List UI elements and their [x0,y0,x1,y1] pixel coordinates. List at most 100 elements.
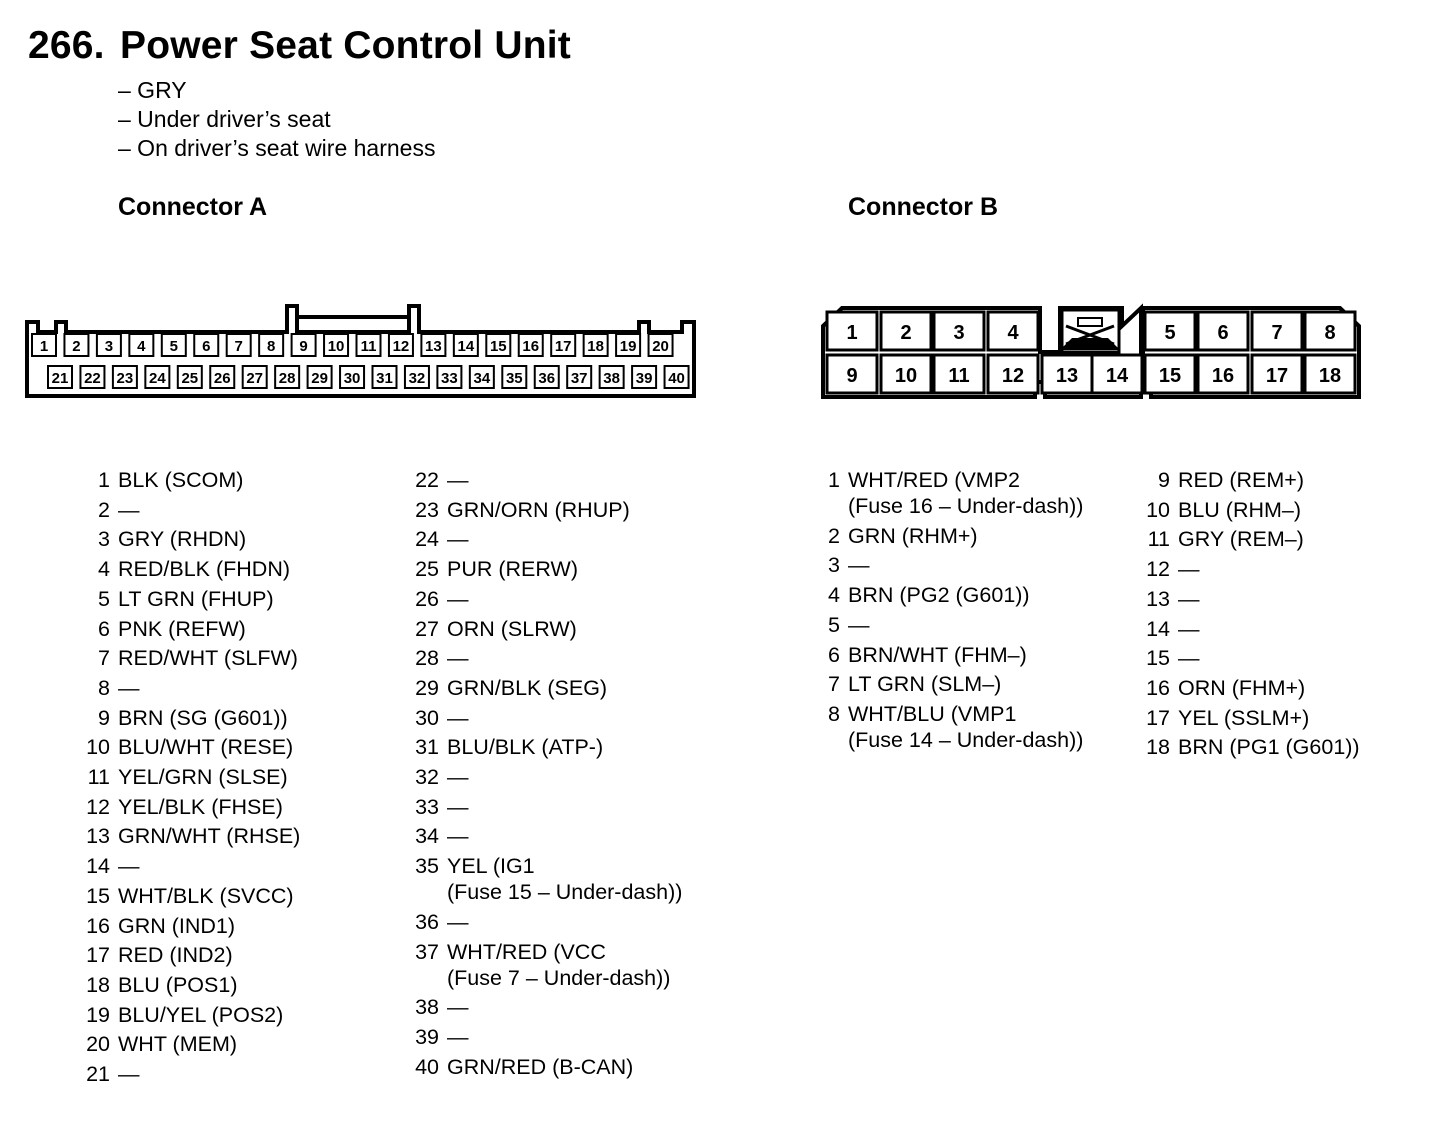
connector-a-cavity [436,365,463,389]
pin-row: 40 GRN/RED (B-CAN) [415,1054,634,1080]
connector-a-cavity [323,333,350,357]
pin-number: 7 [828,672,840,697]
connector-a-cavity-number: 8 [267,338,275,355]
pin-description: BRN (PG1 (G601)) [1178,735,1360,760]
pin-description: — [447,1024,469,1049]
pin-number: 21 [86,1062,110,1086]
connector-b-cavity [1090,353,1144,395]
pin-number: 12 [1146,557,1170,582]
connector-b-cavity-number: 8 [1324,322,1335,344]
pin-row: 34— [415,823,468,849]
pin-number: 11 [1147,527,1170,552]
connector-b-cavity [1040,353,1094,395]
pin-description: ORN (FHM+) [1178,675,1306,700]
connector-a-cavity-number: 5 [170,338,178,355]
pin-number: 16 [86,913,110,938]
pin-row: 21— [86,1061,139,1087]
connector-a-cavity [306,365,333,389]
connector-a-cavity-number: 21 [52,370,69,387]
connector-b-cavity-number: 11 [948,365,969,387]
connector-b-cavity [1143,353,1197,395]
connector-a-cavity-number: 17 [555,338,572,355]
pin-row: 14— [86,853,139,879]
pin-number: 40 [415,1054,439,1079]
connector-b-cavity-number: 7 [1271,322,1282,344]
pin-description: YEL (SSLM+) [1178,705,1310,730]
pin-number: 2 [98,497,110,522]
pin-number: 5 [98,586,110,611]
pin-number: 16 [1146,675,1170,700]
connector-b-cavity [932,310,986,352]
pin-number: 12 [86,794,110,819]
pin-description: — [447,705,469,730]
pin-number: 5 [828,612,840,637]
pin-row: 8— [98,675,139,701]
connector-a-cavity-number: 35 [506,370,523,387]
pin-row: 12 YEL/BLK (FHSE) [86,794,283,820]
pin-number: 1 [98,468,110,492]
connector-b-cavity-number: 9 [846,365,857,387]
pin-description: YEL/GRN (SLSE) [118,765,288,789]
pin-description: GRN/RED (B-CAN) [447,1054,634,1079]
connector-a-cavity-number: 32 [409,370,426,387]
pin-number: 33 [415,794,439,819]
connector-b-cavity [879,353,933,395]
pin-description: YEL/BLK (FHSE) [118,794,283,819]
connector-a-cavity [176,365,203,389]
pin-description: PUR (RERW) [447,557,578,582]
connector-b-cavity [879,310,933,352]
pin-number: 17 [1146,705,1170,730]
connector-b-cavity-number: 5 [1164,322,1175,344]
pin-description: BRN (PG2 (G601)) [848,583,1030,608]
connector-a-cavity-number: 15 [490,338,507,355]
pin-description: LT GRN (FHUP) [118,586,274,611]
pin-row: 5 LT GRN (FHUP) [98,586,274,612]
pin-description: LT GRN (SLM–) [848,672,1002,697]
page-title-text: Power Seat Control Unit [120,24,571,67]
connector-b-housing [821,303,1361,399]
pin-description: BRN (SG (G601)) [118,705,288,730]
pin-number: 26 [415,586,439,611]
connector-a-cavity-number: 27 [246,370,263,387]
connector-a-cavity [209,365,236,389]
connector-a-cavity [647,333,674,357]
pin-description: WHT/BLU (VMP1 [848,701,1017,726]
connector-a-cavity-number: 12 [393,338,410,355]
description-line: – On driver’s seat wire harness [118,135,436,161]
connector-a-cavity-number: 28 [279,370,296,387]
pin-description: — [118,497,140,522]
connector-a-cavity-number: 4 [137,338,146,355]
pin-number: 7 [98,646,110,671]
pin-row: 33— [415,794,468,820]
connector-b-cavity [1196,310,1250,352]
pin-row: 26— [415,586,468,612]
connector-a-cavity [290,333,317,357]
pin-description: GRN (RHM+) [848,523,978,548]
connector-a-cavity [403,365,430,389]
connector-a-cavity [420,333,447,357]
connector-a-cavity [631,365,658,389]
pin-description: — [1178,646,1200,671]
connector-a-cavity [468,365,495,389]
connector-a-cavity-number: 14 [458,338,475,355]
pin-description-continuation: (Fuse 16 – Under-dash)) [848,494,1084,518]
pin-description: WHT/RED (VCC [447,939,606,964]
pin-description-continuation: (Fuse 14 – Under-dash)) [848,727,1084,752]
pin-number: 10 [1146,497,1170,522]
pin-number: 15 [1146,646,1170,671]
connector-a-cavity [128,333,155,357]
connector-a-cavity [566,365,593,389]
pin-number: 4 [98,557,110,582]
connector-b-cavity [1303,353,1357,395]
connector-a-cavity-number: 3 [105,338,113,355]
connector-a-cavity-number: 26 [214,370,231,387]
